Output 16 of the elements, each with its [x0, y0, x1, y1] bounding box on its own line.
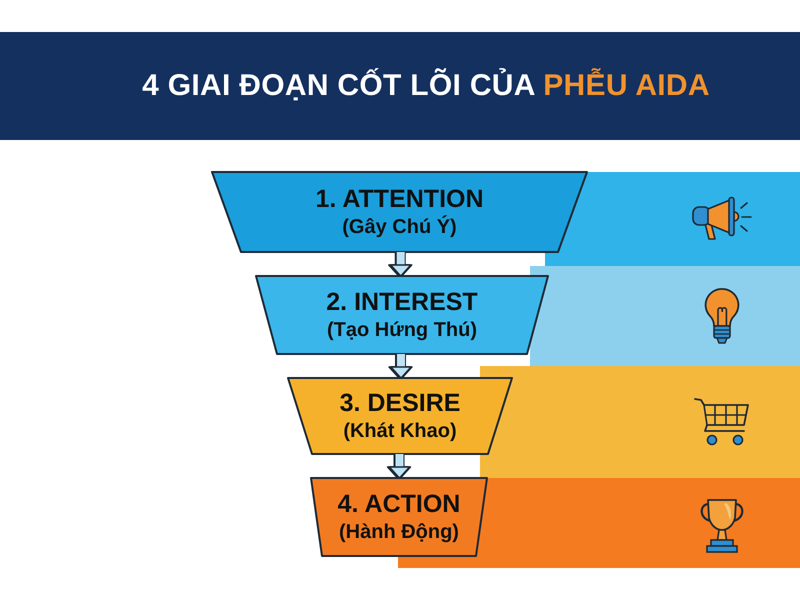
arrow — [390, 354, 412, 379]
stage-subtitle: (Gây Chú Ý) — [342, 215, 457, 240]
stage-title: 1. ATTENTION — [315, 184, 484, 214]
stage-title: 2. INTEREST — [326, 288, 478, 316]
stage-subtitle: (Hành Động) — [339, 520, 459, 544]
funnel-stage — [288, 378, 512, 454]
stage-subtitle: (Tạo Hứng Thú) — [327, 318, 477, 342]
funnel-stage — [256, 276, 548, 354]
stage-subtitle: (Khát Khao) — [343, 419, 457, 444]
funnel-stage — [212, 172, 587, 252]
stage-title: 3. DESIRE — [340, 388, 460, 418]
stage-title: 4. ACTION — [338, 490, 460, 518]
title: 4 GIAI ĐOẠN CỐT LÕI CỦA PHỄU AIDA — [142, 68, 710, 104]
arrow — [388, 454, 410, 479]
funnel-stage — [311, 478, 487, 556]
arrow — [390, 252, 412, 277]
